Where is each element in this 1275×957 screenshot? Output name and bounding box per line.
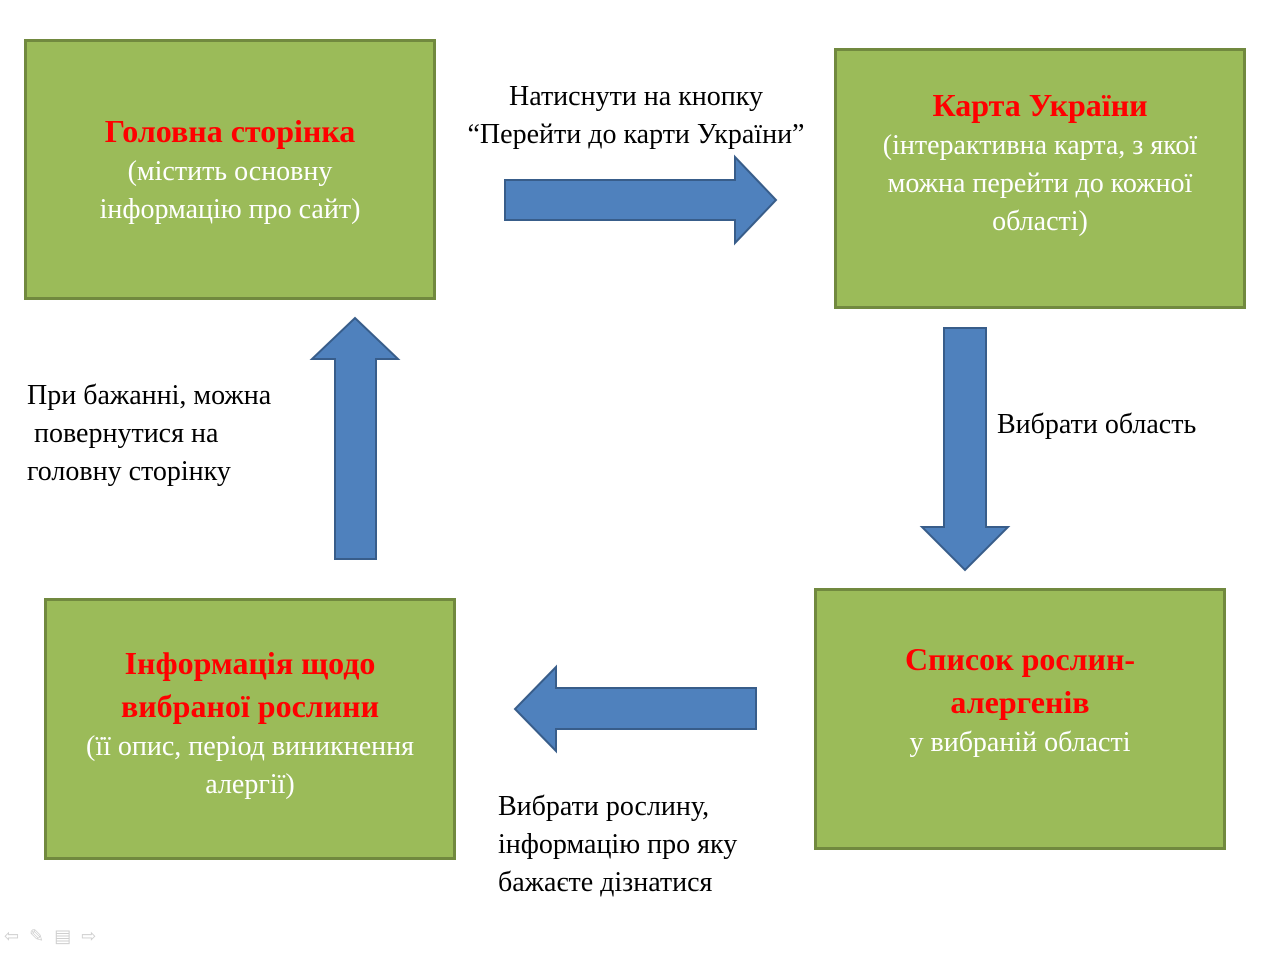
label-choose-region: Вибрати область	[997, 409, 1197, 440]
menu-icon[interactable]: ▤	[54, 926, 72, 947]
label-choose-plant: Вибрати рослину, інформацію про яку бажа…	[498, 791, 738, 898]
home-page-box: Головна сторінка (містить основну інформ…	[24, 39, 436, 300]
ukraine-map-title: Карта України	[932, 87, 1148, 124]
ukraine-map-desc: (інтерактивна карта, з якої можна перейт…	[882, 130, 1198, 237]
arrow-left	[513, 664, 757, 754]
home-page-desc: (містить основну інформацію про сайт)	[99, 156, 361, 226]
pen-icon[interactable]: ✎	[29, 926, 45, 947]
ukraine-map-box: Карта України (інтерактивна карта, з яко…	[834, 48, 1246, 309]
label-back-home: При бажанні, можна повернутися на головн…	[27, 380, 272, 487]
plant-info-title: Інформація щодо вибраної рослини	[120, 645, 380, 725]
plant-info-desc: (її опис, період виникнення алергії)	[86, 731, 414, 801]
plant-list-desc: у вибраній області	[909, 727, 1131, 759]
arrow-down	[919, 327, 1011, 572]
plant-list-box: Список рослин- алергенів у вибраній обла…	[814, 588, 1226, 850]
plant-list-title: Список рослин- алергенів	[904, 640, 1136, 721]
next-icon[interactable]: ⇨	[81, 926, 97, 947]
arrow-up	[309, 316, 401, 560]
arrow-right	[504, 154, 778, 246]
label-go-to-map: Натиснути на кнопку “Перейти до карти Ук…	[467, 81, 805, 150]
prev-icon[interactable]: ⇦	[4, 926, 20, 947]
slide-nav-bar: ⇦ ✎ ▤ ⇨	[4, 926, 96, 947]
plant-info-box: Інформація щодо вибраної рослини (її опи…	[44, 598, 456, 860]
home-page-title: Головна сторінка	[104, 113, 356, 150]
